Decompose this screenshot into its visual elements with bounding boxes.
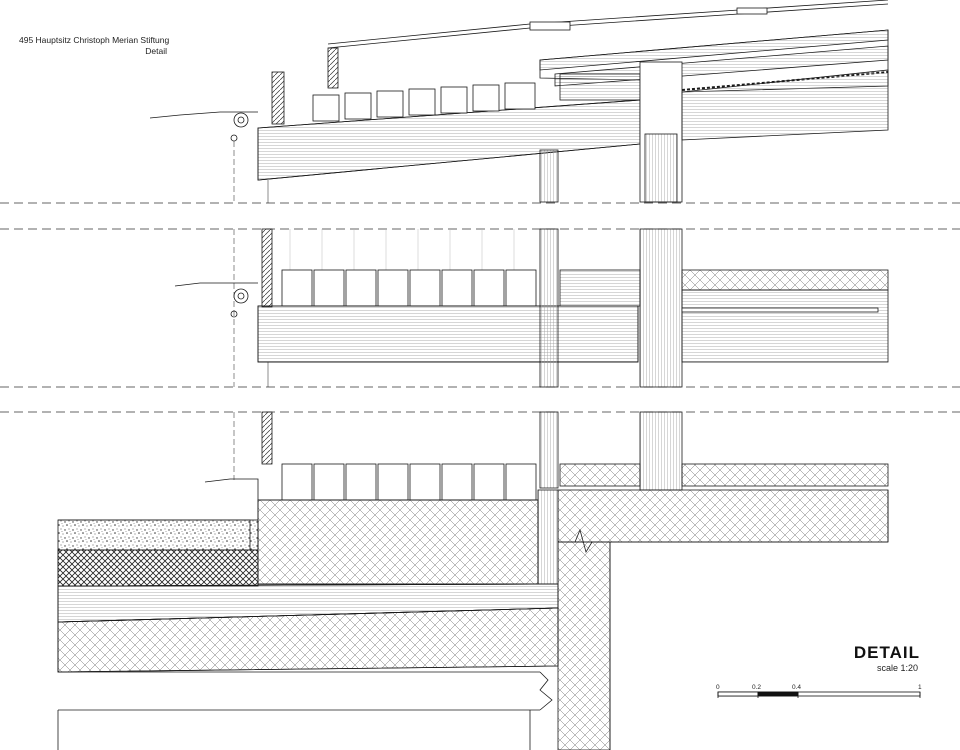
middle-section — [174, 228, 889, 388]
scale-label-1: 1 — [918, 684, 922, 691]
sheet-label: Detail — [145, 46, 167, 56]
lower-section — [57, 411, 889, 750]
scale-label-0-4: 0.4 — [792, 684, 802, 691]
scale-label-0: 0 — [716, 684, 720, 691]
upper-section — [149, 0, 889, 203]
drawing-scale: scale 1:20 — [876, 663, 918, 673]
project-title: 495 Hauptsitz Christoph Merian Stiftung — [19, 35, 170, 45]
scale-bar — [717, 691, 921, 698]
scale-label-0-2: 0.2 — [752, 684, 762, 691]
break-lines — [0, 202, 960, 413]
drawing-title: DETAIL — [853, 643, 920, 662]
